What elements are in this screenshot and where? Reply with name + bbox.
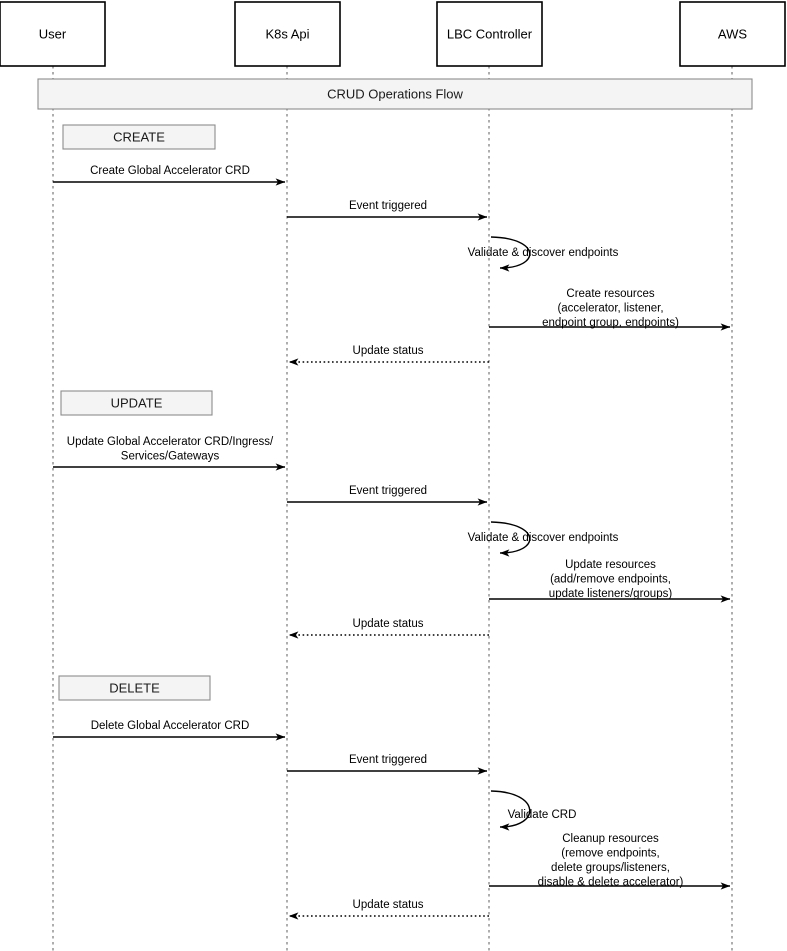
participant-label-aws: AWS — [718, 26, 747, 41]
message-label-line: Update Global Accelerator CRD/Ingress/ — [67, 436, 274, 448]
message-update-status: Update status — [288, 618, 489, 639]
message-label-line: Validate CRD — [508, 809, 577, 821]
message-label: Create Global Accelerator CRD — [90, 165, 250, 177]
self-call-arrow — [490, 790, 531, 831]
message-create-event: Event triggered — [287, 200, 488, 221]
message-update-resources: Update resources (add/remove endpoints, up… — [489, 559, 731, 603]
lifelines-layer — [52, 66, 733, 951]
participant-label-user: User — [39, 26, 67, 41]
message-label: Validate & discover endpoints — [468, 532, 619, 544]
message-create-resources: Create resources (accelerator, listener, e… — [489, 288, 731, 331]
phase-label-delete: DELETE — [109, 680, 160, 695]
message-delete-event: Event triggered — [287, 754, 488, 775]
message-label-line: Validate & discover endpoints — [468, 532, 619, 544]
message-label-line: disable & delete accelerator) — [538, 877, 684, 889]
message-label-line: delete groups/listeners, — [551, 862, 670, 874]
participant-label-lbc: LBC Controller — [447, 26, 533, 41]
message-label-line: Delete Global Accelerator CRD — [91, 720, 250, 732]
message-label-line: Event triggered — [349, 754, 427, 766]
frame-layer: CRUD Operations Flow — [37, 78, 753, 110]
message-label-line: Event triggered — [349, 200, 427, 212]
message-label: Create resources (accelerator, listener, e… — [542, 288, 679, 329]
message-label: Update resources (add/remove endpoints, up… — [549, 559, 673, 600]
participant-box-aws[interactable] — [679, 1, 786, 67]
message-label-line: Update resources — [565, 559, 656, 571]
phase-label-create: CREATE — [113, 129, 165, 144]
message-label: Validate CRD — [508, 809, 577, 821]
message-label-line: (accelerator, listener, — [557, 303, 663, 315]
message-create-crd: Create Global Accelerator CRD — [53, 165, 286, 186]
participant-box-lbc[interactable] — [436, 1, 543, 67]
message-label-line: Event triggered — [349, 485, 427, 497]
message-update-validate: Validate & discover endpoints — [468, 521, 619, 557]
message-label-line: update listeners/groups) — [549, 588, 673, 600]
message-create-status: Update status — [288, 345, 489, 366]
message-create-validate: Validate & discover endpoints — [468, 236, 619, 272]
message-label: Update status — [353, 345, 424, 357]
message-delete-cleanup: Cleanup resources (remove endpoints, delet… — [489, 833, 731, 890]
participant-box-user[interactable] — [0, 1, 106, 67]
message-label: Delete Global Accelerator CRD — [91, 720, 250, 732]
participant-box-k8s[interactable] — [234, 1, 341, 67]
message-label-line: Update status — [353, 345, 424, 357]
message-label-line: Update status — [353, 899, 424, 911]
messages-layer: Create Global Accelerator CRD Event trigg… — [53, 165, 731, 920]
phase-box-create — [62, 124, 216, 150]
message-update-crd: Update Global Accelerator CRD/Ingress/Se… — [53, 436, 286, 471]
message-label-line: (add/remove endpoints, — [550, 574, 671, 586]
message-label-line: Create resources — [566, 288, 654, 300]
message-label: Validate & discover endpoints — [468, 247, 619, 259]
message-label: Update status — [353, 618, 424, 630]
frame-bar-label: CRUD Operations Flow — [327, 86, 463, 101]
phase-label-update: UPDATE — [111, 395, 163, 410]
message-delete-crd: Delete Global Accelerator CRD — [53, 720, 286, 741]
self-call-arrow — [490, 521, 531, 557]
message-label-line: Cleanup resources — [562, 833, 659, 845]
message-label: Update Global Accelerator CRD/Ingress/Se… — [67, 436, 274, 463]
message-label-line: Validate & discover endpoints — [468, 247, 619, 259]
message-label: Event triggered — [349, 754, 427, 766]
participants-layer: User K8s Api LBC Controller AWS — [0, 1, 786, 67]
phase-box-update — [60, 390, 213, 416]
message-label: Event triggered — [349, 200, 427, 212]
message-label-line: Services/Gateways — [121, 451, 220, 463]
message-label-line: endpoint group, endpoints) — [542, 317, 679, 329]
message-label-line: (remove endpoints, — [561, 848, 659, 860]
message-label: Cleanup resources (remove endpoints, delet… — [538, 833, 684, 889]
self-call-arrow — [490, 236, 531, 272]
message-update-event: Event triggered — [287, 485, 488, 506]
message-delete-status: Update status — [288, 899, 489, 920]
message-label-line: Update status — [353, 618, 424, 630]
phase-box-delete — [58, 675, 211, 701]
message-label-line: Create Global Accelerator CRD — [90, 165, 250, 177]
participant-label-k8s: K8s Api — [265, 26, 309, 41]
frame-bar — [37, 78, 753, 110]
message-label: Event triggered — [349, 485, 427, 497]
message-delete-validate: Validate CRD — [490, 790, 577, 831]
phases-layer: CREATE UPDATE DELETE — [58, 124, 216, 701]
message-label: Update status — [353, 899, 424, 911]
